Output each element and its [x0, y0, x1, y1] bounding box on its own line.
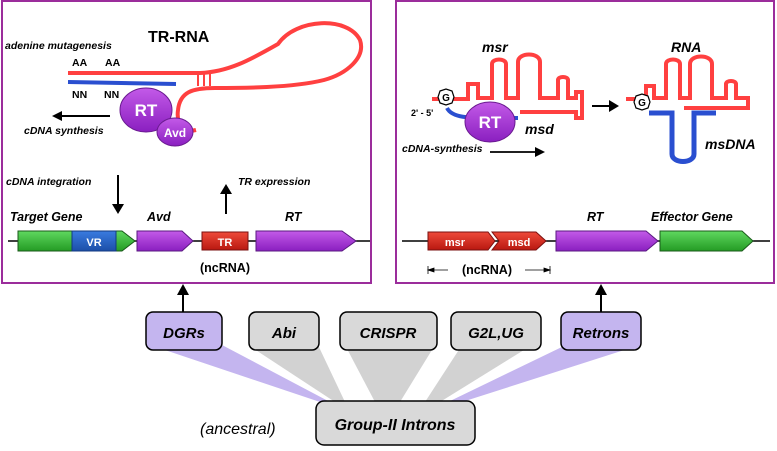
rt-gene-label: RT: [285, 210, 303, 224]
dgr-up-arrowhead: [177, 284, 189, 295]
retron-rt-enzyme: [464, 101, 516, 143]
expression-arrowhead: [220, 184, 232, 194]
rt-enzyme: [119, 87, 173, 133]
msd-gene-label: msd: [508, 237, 531, 249]
g-nucleotide: [437, 88, 455, 106]
family-label-crispr: CRISPR: [360, 325, 417, 342]
rt-gene-arrow: [255, 230, 357, 252]
family-box-g2l: [450, 311, 542, 351]
family-box-dgrs: [145, 311, 223, 351]
mature-rna-strand: [626, 54, 750, 110]
integration-arrowhead: [112, 204, 124, 214]
family-label-g2l: G2L,UG: [468, 325, 524, 342]
msr-label: msr: [482, 39, 509, 55]
msr-gene-arrow: [427, 231, 496, 251]
cdna-synthesis-arrowhead-right: [535, 147, 545, 157]
adenine-mutagenesis-label: adenine mutagenesis: [5, 40, 112, 52]
tr-rna-label: TR-RNA: [148, 29, 210, 46]
g-nucleotide-2: [633, 93, 651, 111]
tr-label: TR: [218, 237, 233, 249]
family-box-crispr: [339, 311, 438, 351]
tr-rna-strand: [68, 21, 364, 133]
family-label-dgrs: DGRs: [163, 325, 205, 342]
cdna-synthesis-arrowhead: [52, 111, 62, 121]
family-label-retrons: Retrons: [573, 325, 630, 342]
family-box-retrons: [560, 311, 642, 351]
family-box-abi: [248, 311, 320, 351]
root-label: Group-II Introns: [335, 417, 456, 434]
tr-segment: [201, 231, 249, 251]
transition-arrowhead: [609, 100, 619, 112]
avd-gene-arrow: [136, 230, 194, 252]
retron-ncrna-label: (ncRNA): [462, 263, 512, 277]
family-label-abi: Abi: [271, 325, 297, 342]
msd-gene-arrow: [490, 231, 547, 251]
nn-label-2: NN: [104, 89, 119, 101]
base-pair-ticks: [197, 73, 211, 86]
root-box: [315, 400, 476, 446]
target-gene-label: Target Gene: [10, 210, 83, 224]
cdna-synthesis-right-label: cDNA-synthesis: [402, 143, 483, 155]
vr-label: VR: [86, 237, 101, 249]
msdna-label: msDNA: [705, 136, 756, 152]
aa-label-2: AA: [105, 57, 121, 69]
msd-label: msd: [525, 121, 554, 137]
aa-label-1: AA: [72, 57, 88, 69]
avd-protein-label: Avd: [164, 126, 186, 140]
retron-rt-gene-arrow: [555, 230, 659, 252]
effector-gene-arrow: [659, 230, 754, 252]
avd-protein: [156, 117, 194, 147]
msdna-strand: [649, 110, 716, 164]
g-label-2: G: [638, 98, 646, 109]
cdna-integration-label: cDNA integration: [6, 176, 91, 188]
msr-gene-label: msr: [445, 237, 466, 249]
avd-gene-label: Avd: [146, 210, 171, 224]
rt-enzyme-label: RT: [135, 101, 158, 120]
retron-rt-gene-label: RT: [587, 210, 605, 224]
linkage-label: 2' - 5': [411, 108, 433, 118]
lineage-fan: [150, 345, 640, 402]
nn-label-1: NN: [72, 89, 87, 101]
vr-segment: [71, 230, 117, 252]
ncrna-span-bracket: [426, 266, 552, 274]
msr-rna-strand: [432, 52, 584, 120]
retron-rt-label: RT: [479, 113, 502, 132]
tr-expression-label: TR expression: [238, 176, 310, 188]
cdna-synthesis-label: cDNA synthesis: [24, 125, 104, 137]
effector-gene-label: Effector Gene: [651, 210, 733, 224]
cdna-strand: [67, 80, 177, 86]
dgr-ncrna-label: (ncRNA): [200, 261, 250, 275]
g-label: G: [442, 93, 450, 104]
rna-label: RNA: [671, 39, 701, 55]
ancestral-label: (ancestral): [200, 421, 276, 438]
retron-up-arrowhead: [595, 284, 607, 295]
